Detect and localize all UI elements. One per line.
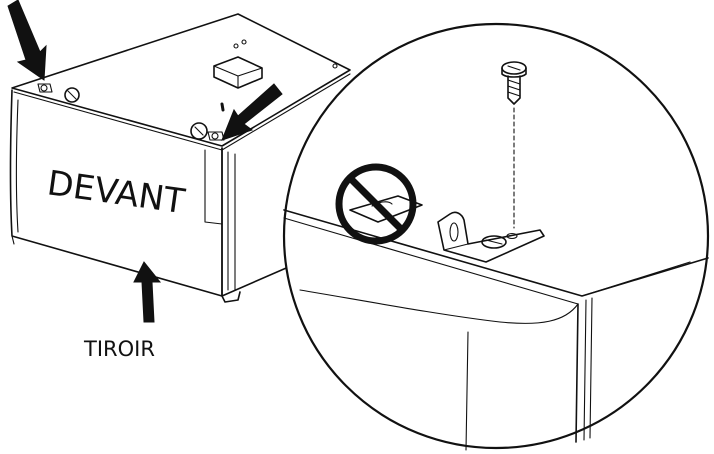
bracket-icon <box>437 211 545 263</box>
drawer-label: TIROIR <box>83 337 155 361</box>
screw-icon <box>501 61 527 229</box>
arrow-icon <box>7 0 47 81</box>
arrow-icon <box>133 261 162 323</box>
bracket-location-right <box>207 131 225 141</box>
screw-location-right <box>190 122 208 140</box>
prohibited-icon <box>335 163 417 245</box>
top-block <box>213 56 263 89</box>
pedestal-box <box>9 13 351 303</box>
screw-location-left <box>64 87 80 103</box>
arrow-icon <box>221 83 283 141</box>
detail-magnifier <box>282 22 710 451</box>
front-label: DEVANT <box>45 163 188 222</box>
bracket-location-left <box>37 83 53 93</box>
